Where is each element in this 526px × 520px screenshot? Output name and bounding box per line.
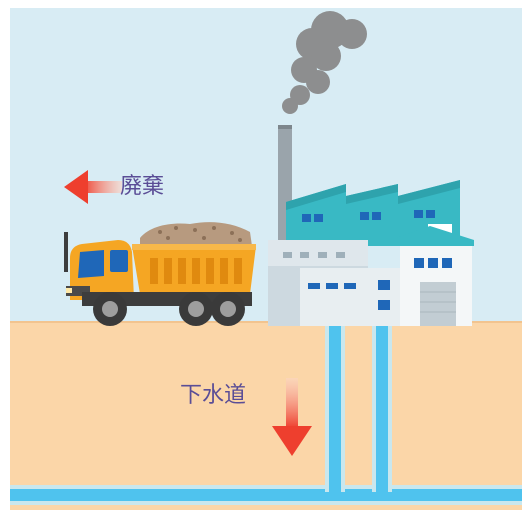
sewer-label: 下水道	[180, 383, 247, 408]
smoke-icon	[282, 11, 367, 114]
truck-wheels	[93, 292, 245, 326]
factory-right-roof	[396, 226, 474, 246]
truck-soil-load	[140, 222, 252, 246]
truck-windshield	[78, 250, 104, 278]
factory-middle-block	[300, 268, 400, 326]
disposal-label: 廃棄	[120, 174, 165, 199]
dump-truck-icon	[64, 222, 256, 326]
drain-pipe-left	[329, 322, 341, 494]
factory-garage-door	[420, 282, 456, 326]
ground	[10, 322, 522, 510]
truck-side-window	[110, 250, 128, 272]
sewer-pipes	[10, 322, 522, 505]
factory-icon	[268, 125, 474, 326]
sewer-main-pipe	[10, 489, 522, 501]
left-arrow-icon	[64, 170, 122, 204]
drain-pipe-right	[376, 322, 388, 494]
down-arrow-icon	[272, 378, 312, 456]
